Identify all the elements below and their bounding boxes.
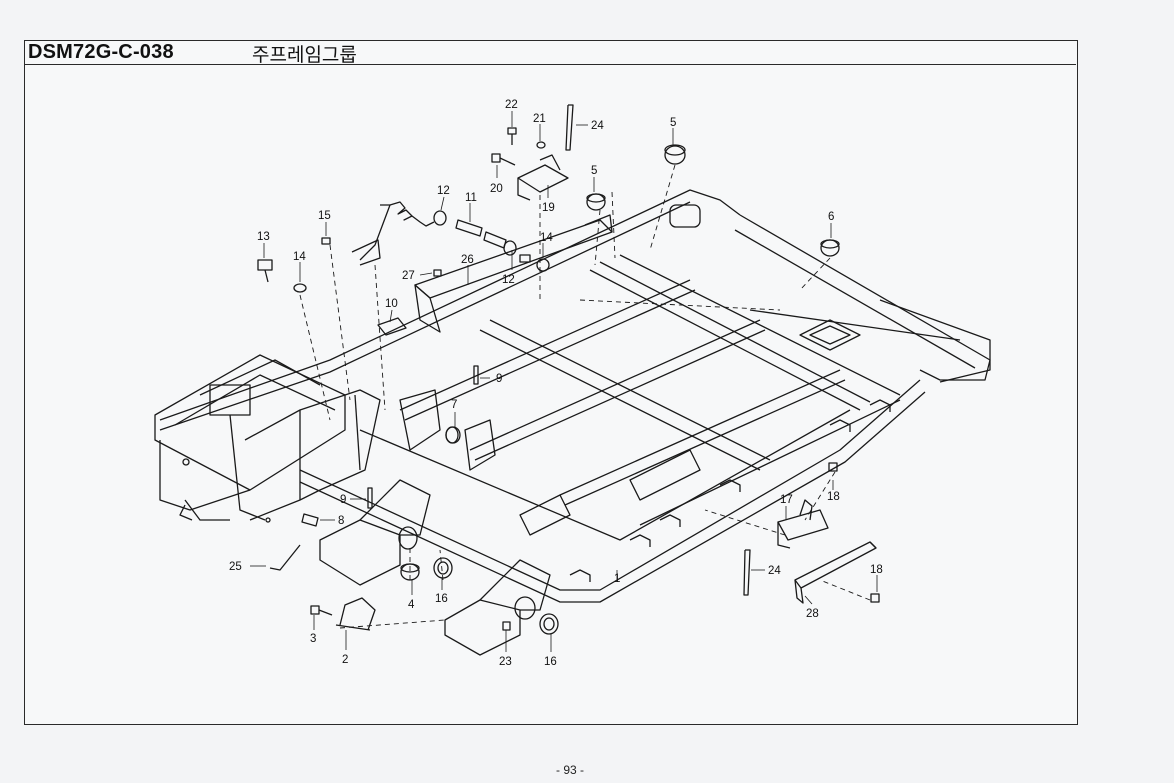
callout-2: 2 (342, 654, 348, 666)
document-code: DSM72G-C-038 (28, 41, 174, 63)
callout-18: 18 (870, 564, 883, 576)
diagram-frame (24, 40, 1078, 725)
callout-5: 5 (670, 117, 676, 129)
callout-7: 7 (451, 399, 457, 411)
callout-24: 24 (768, 565, 781, 577)
callout-12: 12 (502, 274, 515, 286)
callout-6: 6 (828, 211, 834, 223)
callout-23: 23 (499, 656, 512, 668)
title-bar: DSM72G-C-038 주프레임그룹 (24, 40, 1076, 66)
main-frame (159, 189, 991, 603)
callout-10: 10 (385, 298, 398, 310)
callout-13: 13 (257, 231, 270, 243)
callout-11: 11 (465, 192, 477, 204)
callout-5: 5 (591, 165, 597, 177)
callout-25: 25 (229, 561, 242, 573)
callout-labels: 22 21 24 5 5 20 19 12 11 15 13 14 14 12 … (229, 99, 883, 668)
page-number: - 93 - (556, 763, 585, 777)
callout-28: 28 (806, 608, 819, 620)
callout-27: 27 (402, 270, 415, 282)
leader-lines (250, 111, 878, 652)
callout-9: 9 (496, 373, 502, 385)
callout-16: 16 (435, 593, 448, 605)
callout-14: 14 (293, 251, 306, 263)
callout-19: 19 (542, 202, 555, 214)
callout-3: 3 (310, 633, 316, 645)
callout-12: 12 (437, 185, 450, 197)
callout-16: 16 (544, 656, 557, 668)
callout-4: 4 (408, 599, 415, 611)
callout-1: 1 (614, 573, 620, 585)
callout-17: 17 (780, 494, 793, 506)
callout-18: 18 (827, 491, 840, 503)
callout-22: 22 (505, 99, 518, 111)
callout-24: 24 (591, 120, 604, 132)
document-title: 주프레임그룹 (252, 44, 357, 66)
callout-20: 20 (490, 183, 503, 195)
callout-26: 26 (461, 254, 474, 266)
callout-21: 21 (533, 113, 546, 125)
callout-8: 8 (338, 515, 344, 527)
callout-9: 9 (340, 494, 346, 506)
callout-14: 14 (540, 232, 553, 244)
exploded-parts (257, 104, 880, 635)
front-mount-structure (154, 354, 381, 523)
callout-15: 15 (318, 210, 331, 222)
assembly-guide-lines (299, 164, 871, 629)
